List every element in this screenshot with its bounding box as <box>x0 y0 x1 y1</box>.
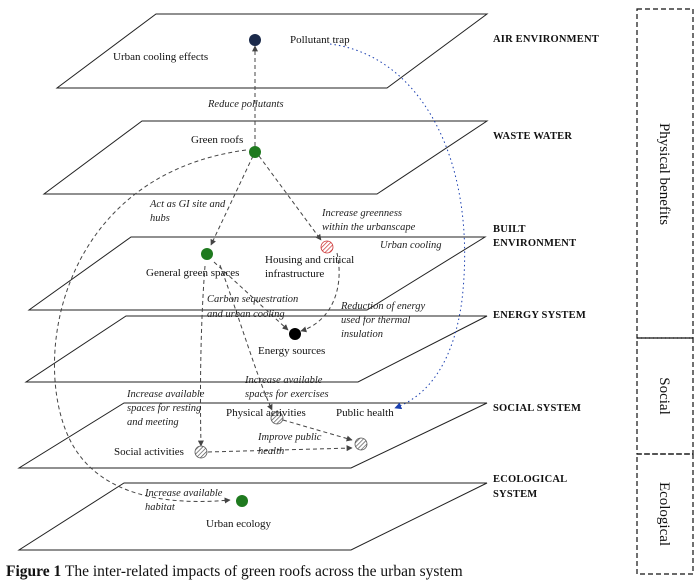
edge-label-improve-1: Improve public <box>257 432 322 443</box>
layer-title-waste-water: WASTE WATER <box>493 131 572 142</box>
connectors <box>54 43 466 504</box>
node-labels: Urban cooling effects Pollutant trap Gre… <box>113 34 394 530</box>
label-general-green-spaces: General green spaces <box>146 267 239 279</box>
edge-spaces-exercises <box>219 264 273 411</box>
panel-label-social: Social <box>656 377 672 415</box>
label-housing-1: Housing and critical <box>265 254 354 266</box>
edge-carbon-sequestration <box>213 261 289 331</box>
side-panels: Physical benefits Social Ecological <box>636 8 694 575</box>
edge-label-reduction-2: used for thermal <box>341 315 410 326</box>
label-urban-ecology: Urban ecology <box>206 518 272 530</box>
edge-label-resting-2: spaces for resting <box>127 403 201 414</box>
node-public-health <box>354 437 368 451</box>
edge-label-carbon-2: and urban cooling <box>207 309 285 320</box>
edge-label-improve-2: health <box>258 446 284 457</box>
edge-label-habitat-1: Increase available <box>144 488 223 499</box>
edge-resting-meeting <box>197 265 206 447</box>
caption-label: Figure 1 <box>6 563 61 580</box>
node-urban-ecology <box>236 495 248 507</box>
edge-physical-public-health <box>282 419 353 442</box>
label-pollutant-trap: Pollutant trap <box>290 34 350 46</box>
edge-label-resting-1: Increase available <box>126 389 205 400</box>
caption-text: The inter-related impacts of green roofs… <box>61 563 462 580</box>
layer-title-built-2: ENVIRONMENT <box>493 238 576 249</box>
layer-title-air: AIR ENVIRONMENT <box>493 34 599 45</box>
node-energy-sources <box>289 328 301 340</box>
edge-label-greenness-1: Increase greenness <box>321 208 402 219</box>
edge-label-act-gi-1: Act as GI site and <box>149 199 226 210</box>
node-general-green-spaces <box>201 248 213 260</box>
edge-label-resting-3: and meeting <box>127 417 179 428</box>
node-green-roofs <box>249 146 261 158</box>
node-physical-activities <box>270 411 284 425</box>
node-urban-cooling-effects <box>249 34 261 46</box>
figure-caption: Figure 1 The inter-related impacts of gr… <box>6 563 463 580</box>
layer-titles: AIR ENVIRONMENT WASTE WATER BUILT ENVIRO… <box>493 34 599 500</box>
edge-labels: Reduce pollutants Act as GI site and hub… <box>126 99 442 513</box>
plane-social-system <box>17 402 488 469</box>
plane-ecological-system <box>17 482 488 551</box>
panel-label-ecological: Ecological <box>656 482 672 546</box>
layer-title-social: SOCIAL SYSTEM <box>493 403 581 414</box>
panel-ecological <box>636 453 694 575</box>
label-urban-cooling-effects: Urban cooling effects <box>113 51 208 63</box>
label-public-health: Public health <box>336 407 394 419</box>
label-physical-activities: Physical activities <box>226 407 306 419</box>
panel-label-physical: Physical benefits <box>656 123 672 225</box>
plane-built-environment <box>27 236 487 311</box>
edge-label-spaces-ex-2: spaces for exercises <box>245 389 329 400</box>
edge-label-act-gi-2: hubs <box>150 213 170 224</box>
edge-pollutant-trap-public-health <box>329 43 466 410</box>
label-social-activities: Social activities <box>114 446 184 458</box>
layer-title-ecological-2: SYSTEM <box>493 489 537 500</box>
edge-label-reduction-1: Reduction of energy <box>340 301 426 312</box>
plane-air-environment <box>55 13 489 89</box>
plane-energy-system <box>24 315 488 383</box>
layer-title-energy: ENERGY SYSTEM <box>493 310 586 321</box>
node-social-activities <box>194 445 208 459</box>
plane-waste-water <box>42 120 489 195</box>
edge-label-urban-cooling: Urban cooling <box>380 240 442 251</box>
edge-label-spaces-ex-1: Increase available <box>244 375 323 386</box>
layer-title-built: BUILT <box>493 224 526 235</box>
label-housing-2: infrastructure <box>265 268 324 280</box>
label-energy-sources: Energy sources <box>258 345 325 357</box>
edge-label-reduce-pollutants: Reduce pollutants <box>207 99 284 110</box>
node-housing <box>320 240 334 254</box>
nodes <box>194 34 368 507</box>
edge-label-greenness-2: within the urbanscape <box>322 222 416 233</box>
edge-improve-public-health <box>207 445 353 453</box>
layer-title-ecological: ECOLOGICAL <box>493 474 567 485</box>
edge-label-reduction-3: insulation <box>341 329 383 340</box>
edge-loop-to-urban-ecology <box>54 149 247 504</box>
edge-label-habitat-2: habitat <box>145 502 176 513</box>
layer-planes <box>17 13 489 551</box>
edge-urban-cooling <box>300 252 340 333</box>
edge-label-carbon-1: Carbon sequestration <box>207 294 298 305</box>
edge-increase-greenness <box>258 155 322 241</box>
edge-act-as-gi <box>210 155 254 246</box>
label-green-roofs: Green roofs <box>191 134 243 146</box>
